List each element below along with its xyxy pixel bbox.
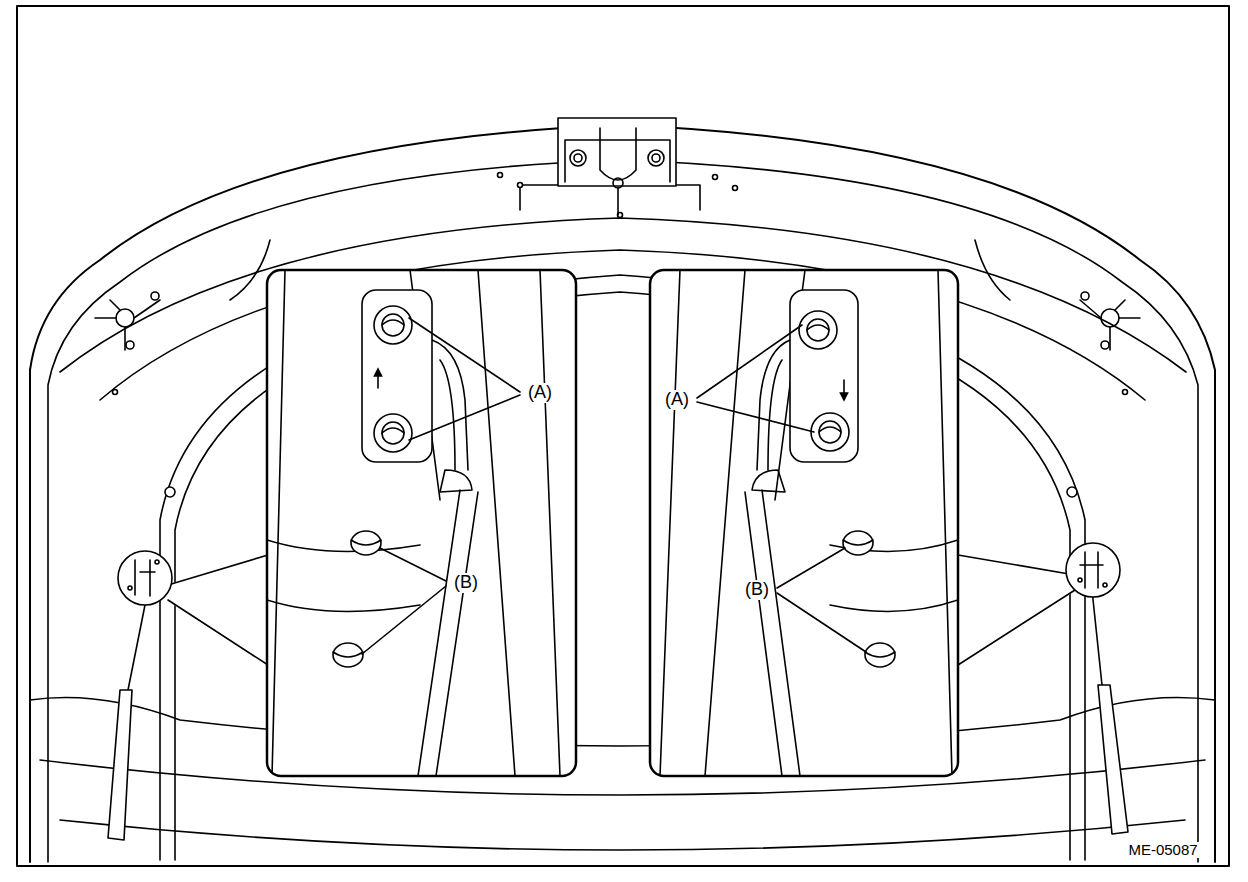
callout-letter: (A) (526, 383, 554, 403)
callout-letter: (A) (663, 390, 691, 410)
callout-letter: (B) (743, 580, 771, 600)
figure-code: ME-05087 (1126, 842, 1199, 859)
callout-letter: (B) (452, 573, 480, 593)
